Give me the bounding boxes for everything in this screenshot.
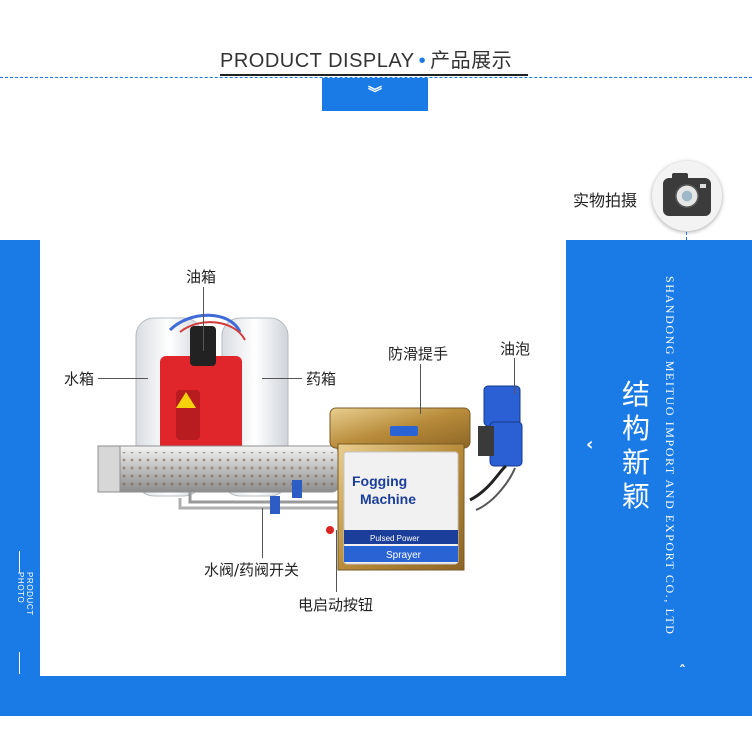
blue-right-panel <box>566 240 752 716</box>
fogging-machine-illustration: Fogging Machine Pulsed Power Sprayer <box>97 313 523 571</box>
camera-icon <box>652 161 722 231</box>
leader-water-tank <box>98 378 148 379</box>
section-title: PRODUCT DISPLAY•产品展示 <box>220 44 530 74</box>
company-name-vertical: SHANDONG MEITUO IMPORT AND EXPORT CO., L… <box>663 276 677 636</box>
title-cn: 产品展示 <box>430 50 513 72</box>
side-line-top <box>19 551 20 573</box>
double-chevron-down-icon: ︾ <box>368 86 382 102</box>
product-photo-vertical-label: PRODUCT PHOTO <box>16 572 34 616</box>
brand-line1: Fogging <box>352 473 407 489</box>
leader-start-button <box>336 530 337 592</box>
label-water-tank: 水箱 <box>64 370 95 388</box>
scroll-down-tab[interactable]: ︾ <box>322 78 428 111</box>
badge-label: 实物拍摄 <box>573 191 638 210</box>
sub-line2: Sprayer <box>386 550 422 561</box>
label-handle: 防滑提手 <box>388 345 449 363</box>
header-dashed-line <box>0 77 752 78</box>
label-start-button: 电启动按钮 <box>298 596 374 614</box>
title-en: PRODUCT DISPLAY <box>220 50 415 72</box>
side-line-bottom <box>19 652 20 674</box>
product-photo-panel: Fogging Machine Pulsed Power Sprayer <box>40 240 566 676</box>
structure-heading: 结构新颖 <box>621 378 650 513</box>
leader-medicine-tank <box>262 378 302 379</box>
leader-handle <box>420 364 421 414</box>
chevron-left-icon[interactable]: ‹ <box>586 434 594 455</box>
label-medicine-tank: 药箱 <box>306 370 337 388</box>
sub-line1: Pulsed Power <box>370 534 420 543</box>
title-separator: • <box>418 50 427 72</box>
leader-oil-bulb <box>514 358 515 394</box>
chevron-up-icon[interactable]: ˆ <box>679 664 686 680</box>
label-valve-switch: 水阀/药阀开关 <box>204 561 300 579</box>
label-oil-bulb: 油泡 <box>500 340 531 358</box>
leader-valve-switch <box>262 508 263 558</box>
leader-oil-tank <box>203 287 204 351</box>
label-oil-tank: 油箱 <box>186 268 217 286</box>
blue-left-band <box>0 240 40 716</box>
title-underline <box>220 74 528 76</box>
brand-line2: Machine <box>360 491 416 507</box>
